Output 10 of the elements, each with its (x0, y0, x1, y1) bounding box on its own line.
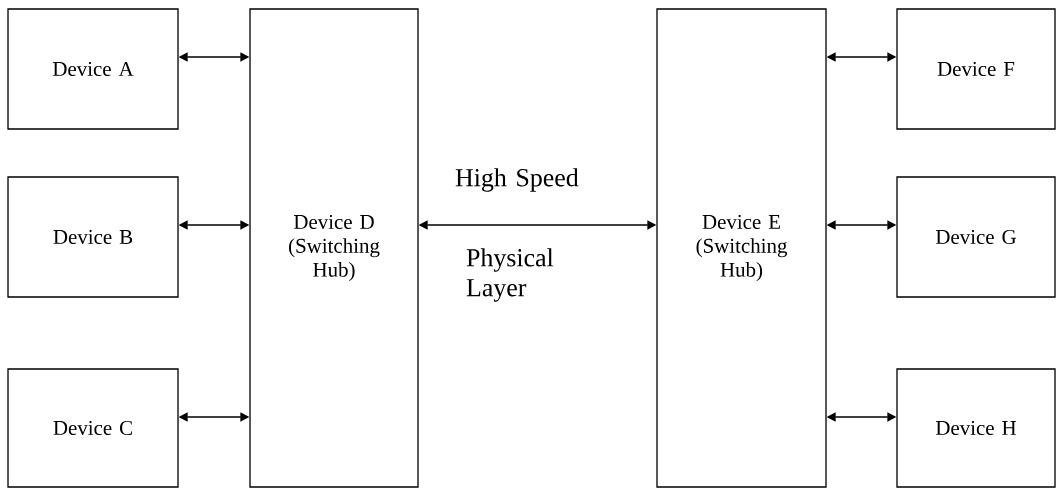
device-box: Device F (896, 8, 1056, 130)
device-box: Device G (896, 176, 1056, 298)
hub-box: Device D (Switching Hub) (249, 8, 419, 488)
device-box: Device H (896, 368, 1056, 488)
hub-box: Device E (Switching Hub) (656, 8, 827, 488)
device-box: Device C (7, 368, 179, 488)
link-caption: Physical Layer (466, 248, 554, 302)
device-box: Device B (7, 176, 179, 298)
device-box: Device A (7, 8, 179, 130)
link-caption: High Speed (455, 168, 579, 192)
